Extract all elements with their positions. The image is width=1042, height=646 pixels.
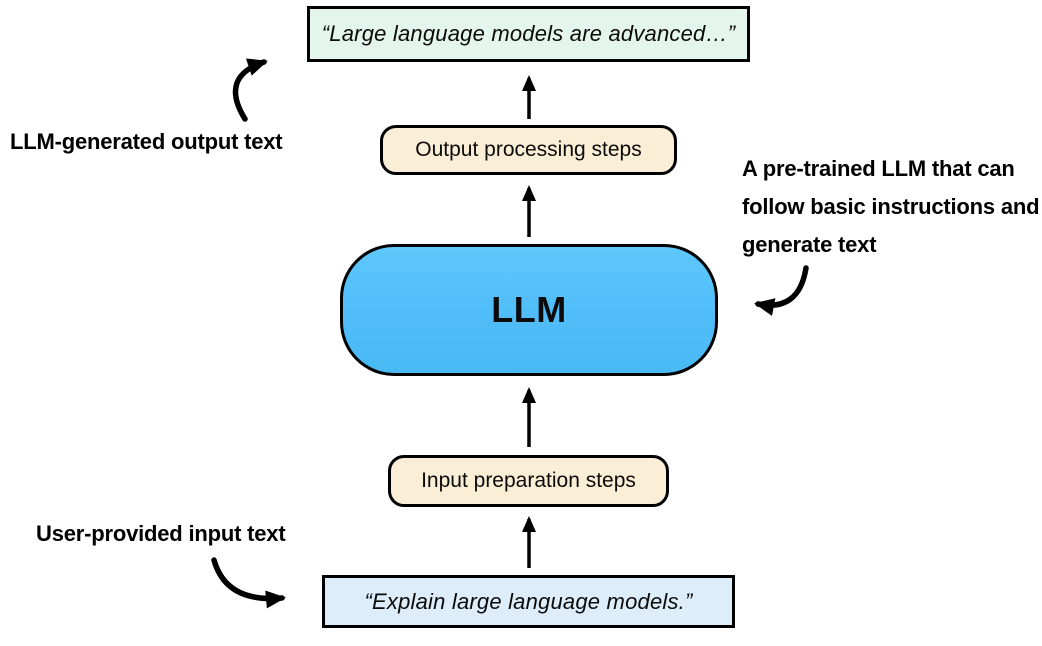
curved-arrow-llm-description-icon [754, 265, 809, 316]
input-text-box: “Explain large language models.” [322, 575, 735, 628]
llm-description-line-3: generate text [742, 232, 877, 257]
curved-arrow-input-label-icon [211, 557, 286, 609]
llm-box: LLM [340, 244, 718, 376]
output-text-box: “Large language models are advanced…” [307, 6, 750, 62]
input-preparation-label: Input preparation steps [421, 469, 636, 492]
llm-description-line-1: A pre-trained LLM that can [742, 156, 1015, 181]
output-processing-box: Output processing steps [380, 125, 677, 175]
llm-label: LLM [491, 289, 567, 330]
output-processing-label: Output processing steps [415, 138, 642, 161]
output-text: “Large language models are advanced…” [321, 21, 736, 46]
input-text: “Explain large language models.” [364, 588, 693, 614]
input-preparation-box: Input preparation steps [388, 455, 669, 507]
llm-description-line-2: follow basic instructions and [742, 194, 1040, 219]
input-annotation-label: User-provided input text [36, 521, 286, 546]
curved-arrow-output-label-icon [232, 58, 268, 122]
output-annotation-label: LLM-generated output text [10, 129, 283, 154]
llm-description-label: A pre-trained LLM that can follow basic … [742, 150, 1042, 264]
